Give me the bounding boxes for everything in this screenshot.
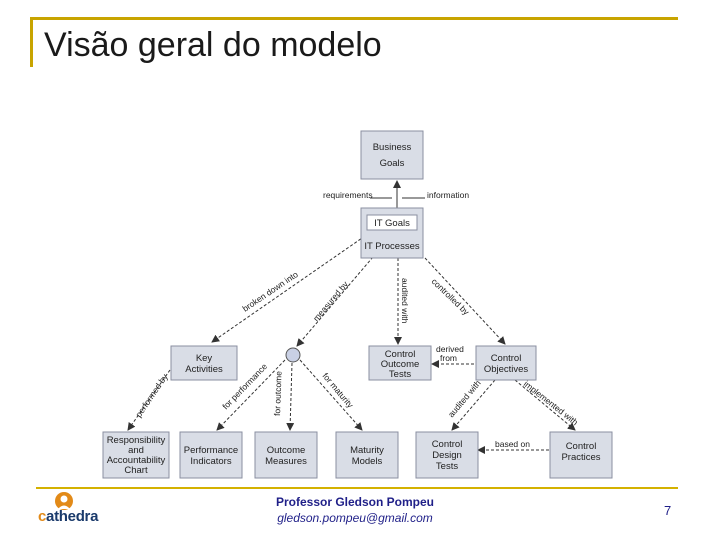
node-control-practices-line1: Control — [566, 441, 597, 452]
node-outcome-measures-line2: Measures — [265, 456, 307, 467]
node-performance-indicators-line2: Indicators — [190, 456, 231, 467]
label-derived-from-line1: derived — [436, 344, 464, 354]
node-control-design-tests-line3: Tests — [436, 461, 458, 472]
label-audited-with-1: audited with — [400, 278, 410, 324]
node-raci-line1: Responsibility — [107, 435, 166, 446]
label-derived-from-line2: from — [440, 353, 457, 363]
logo-wordmark-c: c — [38, 508, 47, 525]
node-raci-line4: Chart — [124, 465, 148, 476]
box-outcome-measures — [254, 431, 318, 479]
footer-professor-name: Professor Gledson Pompeu — [275, 495, 435, 509]
node-control-outcome-tests-line2: Outcome — [381, 359, 420, 370]
box-performance-indicators — [179, 431, 243, 479]
node-control-objectives-line2: Objectives — [484, 364, 529, 375]
footer-divider — [36, 487, 678, 489]
node-control-objectives-line1: Control — [491, 353, 522, 364]
box-business-goals — [360, 130, 424, 180]
label-based-on: based on — [495, 439, 530, 449]
box-raci-chart — [102, 431, 170, 479]
node-control-design-tests-line2: Design — [432, 450, 462, 461]
label-controlled-by: controlled by — [430, 276, 472, 317]
logo-person-body-icon — [58, 505, 70, 509]
node-performance-indicators-line1: Performance — [184, 445, 238, 456]
label-requirements: requirements — [323, 190, 373, 200]
edge-for-maturity — [299, 359, 363, 431]
edge-measured-by — [296, 256, 374, 347]
node-it-goals: IT Goals — [374, 218, 410, 229]
edge-implemented-with — [514, 379, 576, 431]
edge-broken-down — [211, 235, 366, 343]
box-control-objectives — [475, 345, 537, 381]
node-it-processes: IT Processes — [364, 241, 420, 252]
logo-person-head-icon — [60, 495, 68, 503]
node-control-design-tests-line1: Control — [432, 439, 463, 450]
label-broken-down-into: broken down into — [241, 269, 300, 314]
edge-controlled-by — [424, 257, 506, 345]
edge-audited-with-2 — [451, 379, 496, 431]
label-for-maturity: for maturity — [320, 371, 355, 411]
box-control-outcome-tests — [368, 345, 432, 381]
node-key-activities-line2: Activities — [185, 364, 223, 375]
label-information: information — [427, 190, 469, 200]
page-title: Visão geral do modelo — [44, 26, 382, 64]
title-frame-top — [30, 17, 678, 20]
node-maturity-models-line1: Maturity — [350, 445, 384, 456]
node-control-outcome-tests-line3: Tests — [389, 369, 411, 380]
node-key-activities-line1: Key — [196, 353, 213, 364]
node-control-practices-line2: Practices — [561, 452, 600, 463]
node-raci-line2: and — [128, 445, 144, 456]
node-business-goals-line1: Business — [373, 142, 412, 153]
label-for-outcome: for outcome — [272, 371, 284, 416]
label-audited-with-2: audited with — [446, 378, 483, 419]
box-control-practices — [549, 431, 613, 479]
edge-performed-by — [127, 369, 171, 431]
box-it-goals-inner — [366, 214, 418, 231]
cathedra-logo — [55, 492, 73, 510]
title-frame-left — [30, 17, 33, 67]
node-business-goals-line2: Goals — [380, 158, 405, 169]
label-performed-by: performed by — [133, 371, 170, 419]
node-outcome-measures-line1: Outcome — [267, 445, 306, 456]
box-control-design-tests — [415, 431, 479, 479]
label-implemented-with: implemented with — [522, 379, 580, 428]
process-node-circle — [285, 347, 301, 363]
edge-for-performance — [216, 359, 286, 431]
node-raci-line3: Accountability — [107, 455, 166, 466]
page-number: 7 — [664, 503, 672, 518]
connectors — [127, 180, 576, 454]
edge-for-outcome — [286, 362, 295, 431]
node-control-outcome-tests-line1: Control — [385, 349, 416, 360]
footer-email[interactable]: gledson.pompeu@gmail.com — [277, 511, 433, 525]
box-key-activities — [170, 345, 238, 381]
boxes — [102, 130, 613, 479]
box-maturity-models — [335, 431, 399, 479]
logo-wordmark: cathedra — [38, 508, 98, 525]
logo-wordmark-rest: athedra — [46, 508, 99, 525]
node-maturity-models-line2: Models — [352, 456, 383, 467]
label-measured-by: measured by — [311, 279, 351, 324]
